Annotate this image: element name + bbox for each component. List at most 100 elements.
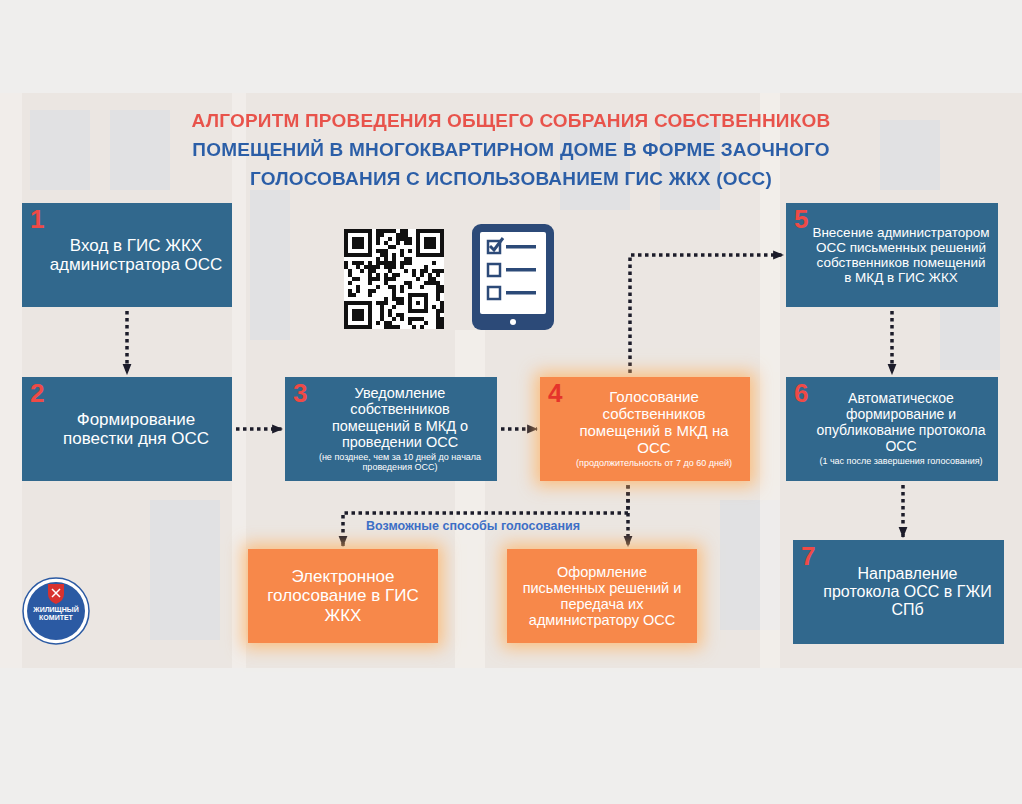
qr-module (356, 261, 360, 265)
dotted-arrow (890, 311, 894, 374)
process-box: 5Внесение администратором ОСС письменных… (786, 203, 998, 307)
qr-module (412, 325, 416, 329)
diagram-title: АЛГОРИТМ ПРОВЕДЕНИЯ ОБЩЕГО СОБРАНИЯ СОБС… (166, 106, 856, 193)
dotted-arrow (343, 485, 628, 546)
tablet-icon (472, 224, 554, 330)
qr-module (376, 233, 380, 237)
qr-module (388, 261, 392, 265)
qr-module (400, 297, 404, 301)
qr-module (412, 297, 424, 309)
qr-module (400, 233, 404, 237)
qr-module (412, 273, 416, 277)
qr-module (404, 261, 408, 265)
qr-module (360, 261, 364, 265)
qr-module (392, 265, 396, 269)
qr-module (436, 273, 440, 277)
option-box: Оформление письменных решений и передача… (507, 549, 697, 643)
qr-module (420, 285, 424, 289)
process-box: 1Вход в ГИС ЖКХ администратора ОСС (22, 203, 232, 307)
qr-module (384, 253, 388, 257)
qr-module (388, 265, 392, 269)
qr-module (352, 309, 364, 321)
qr-module (424, 321, 428, 325)
qr-module (388, 325, 392, 329)
qr-module (404, 237, 408, 241)
qr-module (436, 317, 440, 321)
options-caption: Возможные способы голосования (366, 519, 580, 533)
qr-module (400, 253, 404, 257)
qr-module (384, 301, 388, 305)
qr-module (360, 269, 364, 273)
qr-module (376, 277, 380, 281)
qr-module (404, 241, 408, 245)
qr-module (380, 305, 384, 309)
qr-module (388, 277, 392, 281)
step-number: 7 (801, 543, 815, 569)
qr-module (428, 277, 432, 281)
qr-module (420, 269, 424, 273)
qr-module (388, 245, 392, 249)
qr-module (380, 249, 384, 253)
qr-module (392, 297, 396, 301)
qr-module (436, 321, 440, 325)
qr-module (440, 285, 444, 289)
qr-module (352, 237, 364, 249)
qr-module (400, 229, 404, 233)
qr-module (384, 325, 388, 329)
qr-module (440, 305, 444, 309)
process-box: 2Формирование повестки дня ОСС (22, 377, 232, 481)
qr-module (404, 229, 408, 233)
qr-module (368, 265, 372, 269)
qr-module (396, 325, 400, 329)
qr-module (440, 321, 444, 325)
qr-module (416, 277, 420, 281)
step-number: 5 (794, 206, 808, 232)
qr-module (408, 321, 412, 325)
qr-module (432, 261, 436, 265)
qr-module (356, 285, 360, 289)
step-text: Электронное голосование в ГИС ЖКХ (260, 567, 426, 624)
qr-module (424, 265, 428, 269)
qr-module (384, 261, 388, 265)
qr-module (368, 261, 372, 265)
qr-module (392, 305, 396, 309)
qr-module (408, 285, 412, 289)
qr-module (400, 301, 404, 305)
qr-module (348, 269, 352, 273)
qr-module (440, 309, 444, 313)
qr-module (368, 281, 372, 285)
qr-module (440, 325, 444, 329)
qr-module (428, 281, 432, 285)
qr-module (440, 269, 444, 273)
qr-module (376, 301, 380, 305)
qr-module (408, 281, 412, 285)
qr-module (352, 277, 356, 281)
qr-module (436, 281, 440, 285)
qr-module (344, 229, 372, 257)
qr-module (424, 269, 428, 273)
qr-module (436, 297, 440, 301)
qr-module (420, 317, 424, 321)
step-note: (1 час после завершения голосования) (819, 456, 982, 466)
qr-module (416, 229, 444, 257)
qr-module (392, 325, 396, 329)
qr-module (368, 269, 372, 273)
qr-module (384, 257, 388, 261)
qr-module (384, 249, 388, 253)
process-box: 6Автоматическое формирование и опубликов… (786, 377, 998, 481)
qr-module (384, 297, 388, 301)
qr-module (412, 269, 416, 273)
qr-module (436, 285, 440, 289)
qr-module (388, 229, 392, 233)
qr-module (376, 265, 380, 269)
step-number: 1 (30, 206, 44, 232)
qr-module (404, 257, 408, 261)
qr-module (356, 289, 360, 293)
qr-module (436, 309, 440, 313)
qr-module (388, 237, 392, 241)
qr-module (356, 265, 360, 269)
qr-module (388, 313, 392, 317)
qr-module (420, 325, 424, 329)
qr-module (348, 293, 352, 297)
qr-module (392, 317, 396, 321)
